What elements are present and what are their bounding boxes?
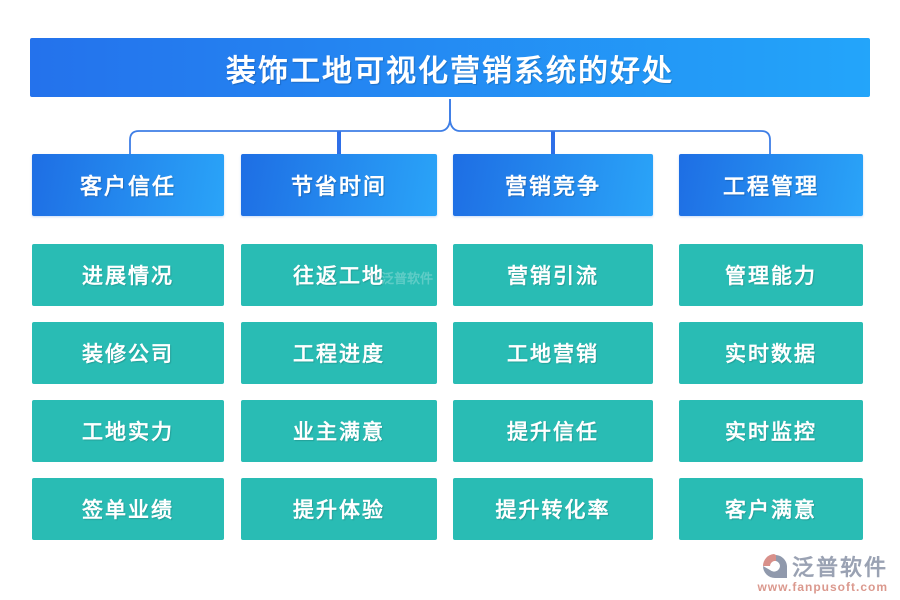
diagram-box-label: 签单业绩	[82, 498, 174, 522]
diagram-box-label: 提升转化率	[495, 498, 611, 522]
column-header-customer-trust: 客户信任	[32, 154, 224, 216]
diagram-box-label: 工地实力	[82, 420, 174, 444]
diagram-box-label: 客户满意	[725, 498, 817, 522]
diagram-box: 营销引流	[453, 244, 653, 306]
diagram-box-label: 进展情况	[82, 264, 174, 288]
column-header-label: 客户信任	[79, 174, 176, 199]
column-header-project-management: 工程管理	[679, 154, 863, 216]
diagram-box-label: 装修公司	[82, 342, 174, 366]
title-banner: 装饰工地可视化营销系统的好处	[30, 38, 870, 97]
diagram-box: 实时监控	[679, 400, 863, 462]
diagram-box: 业主满意	[241, 400, 437, 462]
column-header-label: 工程管理	[722, 174, 819, 199]
watermark-text: 泛普软件	[380, 271, 433, 286]
column-header-label: 节省时间	[290, 174, 387, 199]
diagram-box-label: 工地营销	[507, 342, 599, 366]
diagram-box: 工地实力	[32, 400, 224, 462]
diagram-box-label: 业主满意	[293, 420, 385, 444]
diagram-box: 实时数据	[679, 322, 863, 384]
diagram-box: 进展情况	[32, 244, 224, 306]
diagram-box-label: 实时数据	[725, 342, 817, 366]
diagram-box: 签单业绩	[32, 478, 224, 540]
diagram-box-label: 往返工地	[293, 264, 385, 288]
fanpu-logo-icon	[762, 554, 787, 578]
column-header-label: 营销竞争	[504, 174, 601, 199]
diagram-box: 工地营销	[453, 322, 653, 384]
diagram-box: 提升体验	[241, 478, 437, 540]
diagram-box: 管理能力	[679, 244, 863, 306]
diagram-box-label: 营销引流	[507, 264, 599, 288]
diagram-box: 提升转化率	[453, 478, 653, 540]
brand-logo: 泛普软件 www.fanpusoft.com	[757, 550, 888, 594]
diagram-box-label: 管理能力	[725, 264, 817, 288]
diagram-box: 客户满意	[679, 478, 863, 540]
diagram-box: 工程进度	[241, 322, 437, 384]
diagram-box: 提升信任	[453, 400, 653, 462]
diagram-box-label: 工程进度	[293, 342, 385, 366]
diagram-box: 往返工地 泛普软件	[241, 244, 437, 306]
page-title: 装饰工地可视化营销系统的好处	[226, 54, 674, 88]
brand-name: 泛普软件	[791, 555, 888, 580]
brand-url: www.fanpusoft.com	[757, 580, 888, 594]
column-header-marketing-competition: 营销竞争	[453, 154, 653, 216]
diagram-box: 装修公司	[32, 322, 224, 384]
diagram-box-label: 提升信任	[507, 420, 599, 444]
diagram-box-label: 实时监控	[725, 420, 817, 444]
diagram-box-label: 提升体验	[293, 498, 385, 522]
column-header-save-time: 节省时间	[241, 154, 437, 216]
